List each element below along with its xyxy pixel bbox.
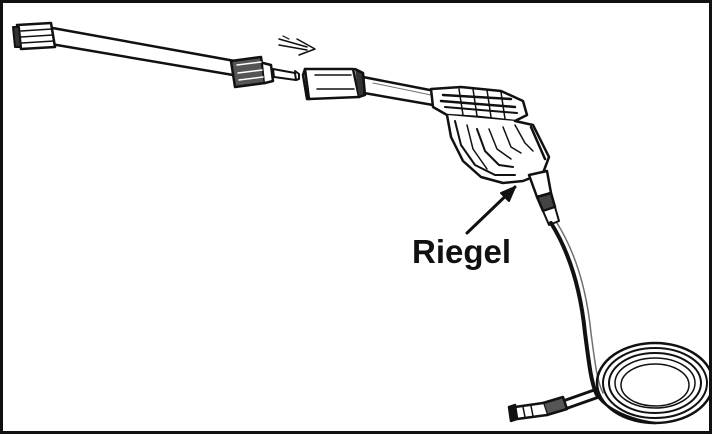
callout-label-riegel: Riegel [412,233,512,270]
gun-barrel [361,75,437,107]
pointer-arrow-icon [465,185,517,235]
gun-handle [445,113,551,185]
lance-tube [43,25,237,77]
spray-gun-illustration [12,21,712,425]
lance-coupling [229,55,300,89]
connection-arrow-icon [278,35,316,56]
gun-body [429,85,529,123]
hose-fitting [527,169,560,226]
nozzle-tip [12,21,57,51]
hose-end-connector [507,387,601,423]
hose [549,221,604,397]
gun-receiver [301,67,367,101]
hose-coil [595,341,712,425]
